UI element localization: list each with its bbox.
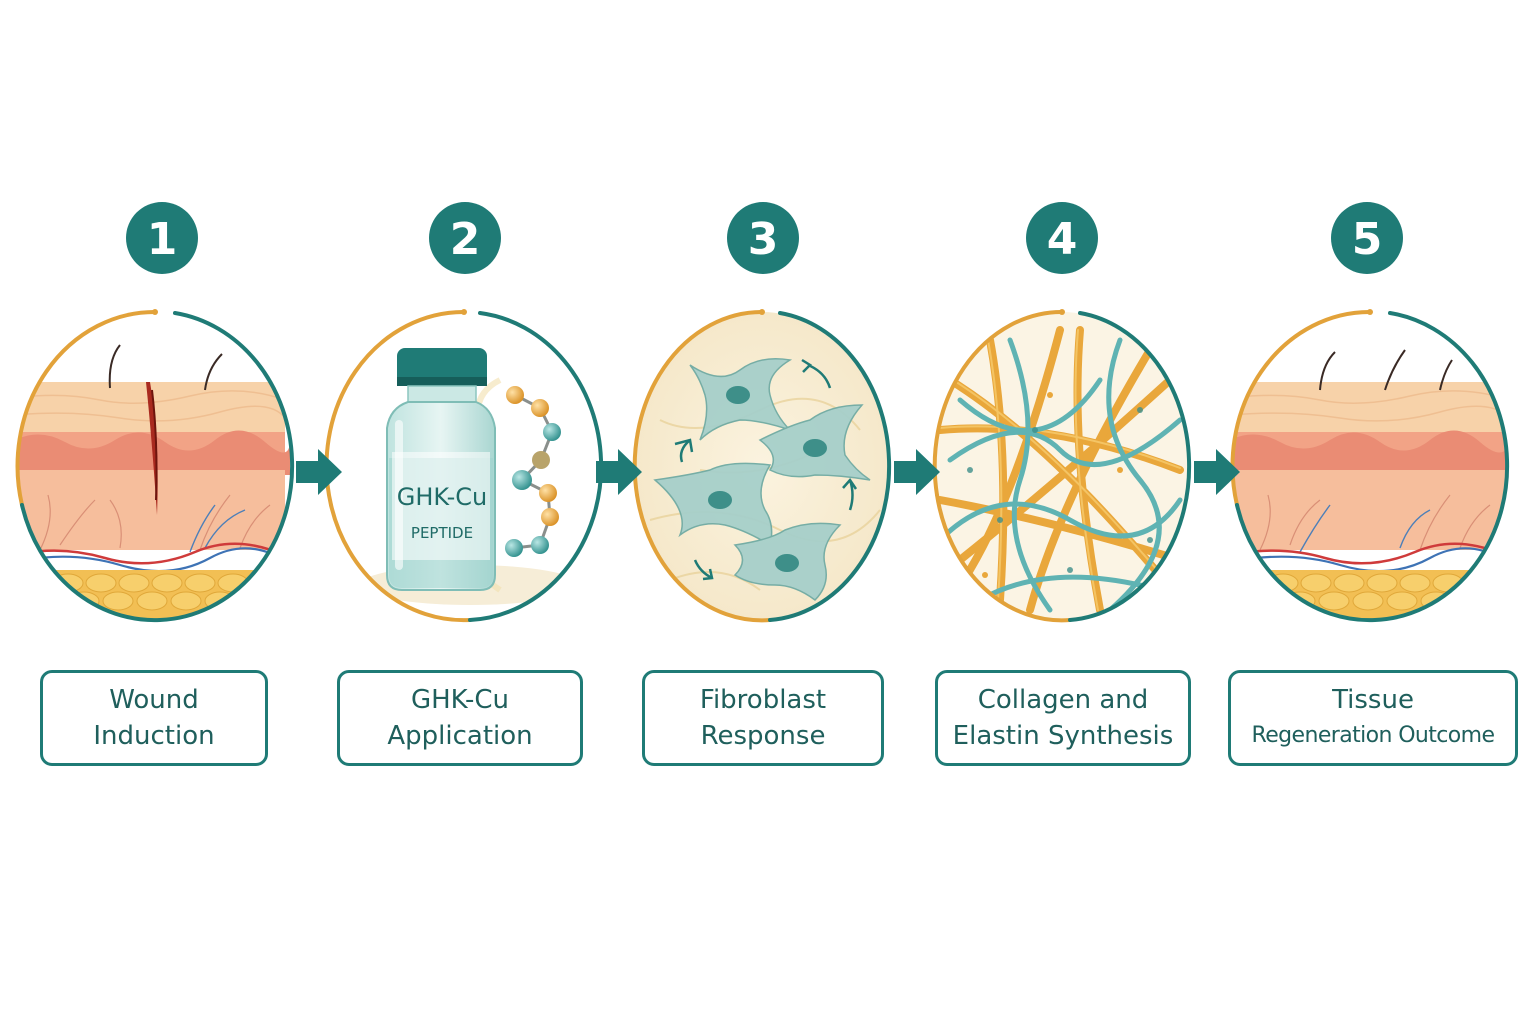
right-arrow-icon: [296, 449, 342, 495]
right-arrow-icon: [1194, 449, 1240, 495]
step-4-label-line2: Elastin Synthesis: [952, 721, 1174, 751]
step-2-illustration: GHK-Cu PEPTIDE: [324, 309, 604, 623]
step-5-illustration: [1230, 309, 1510, 623]
step-3-label: Fibroblast Response: [642, 670, 884, 766]
step-2-label-line1: GHK-Cu: [410, 685, 510, 715]
step-2-label-line2: Application: [387, 721, 533, 751]
step-3-number-badge: 3: [727, 202, 799, 274]
step-4-label-line1: Collagen and: [977, 685, 1149, 715]
right-arrow-icon: [596, 449, 642, 495]
step-1-label-line1: Wound: [109, 685, 199, 715]
step-1-label: Wound Induction: [40, 670, 268, 766]
step-1-number-badge: 1: [126, 202, 198, 274]
peptide-molecule-icon: [505, 386, 561, 557]
step-2-number-badge: 2: [429, 202, 501, 274]
step-5-label-line1: Tissue: [1332, 685, 1414, 715]
step-3-number: 3: [748, 214, 779, 265]
step-5-number-badge: 5: [1331, 202, 1403, 274]
step-4-illustration: [932, 309, 1192, 623]
step-4-number-badge: 4: [1026, 202, 1098, 274]
step-5-number: 5: [1352, 214, 1383, 265]
step-3-label-line2: Response: [700, 721, 826, 751]
step-3-illustration: [632, 309, 892, 623]
step-5-label: Tissue Regeneration Outcome: [1228, 670, 1518, 766]
step-1-illustration: [15, 309, 295, 623]
step-2-label: GHK-Cu Application: [337, 670, 583, 766]
step-1-label-line2: Induction: [93, 721, 215, 751]
vial-name: GHK-Cu: [397, 483, 488, 511]
step-4-label: Collagen and Elastin Synthesis: [935, 670, 1191, 766]
vial-type: PEPTIDE: [411, 524, 473, 542]
right-arrow-icon: [894, 449, 940, 495]
step-4-number: 4: [1047, 214, 1078, 265]
step-2-number: 2: [450, 214, 481, 265]
step-3-label-line1: Fibroblast: [699, 685, 827, 715]
step-5-label-line2: Regeneration Outcome: [1251, 723, 1495, 748]
step-1-number: 1: [147, 214, 178, 265]
vial-icon: GHK-Cu PEPTIDE: [386, 348, 496, 591]
